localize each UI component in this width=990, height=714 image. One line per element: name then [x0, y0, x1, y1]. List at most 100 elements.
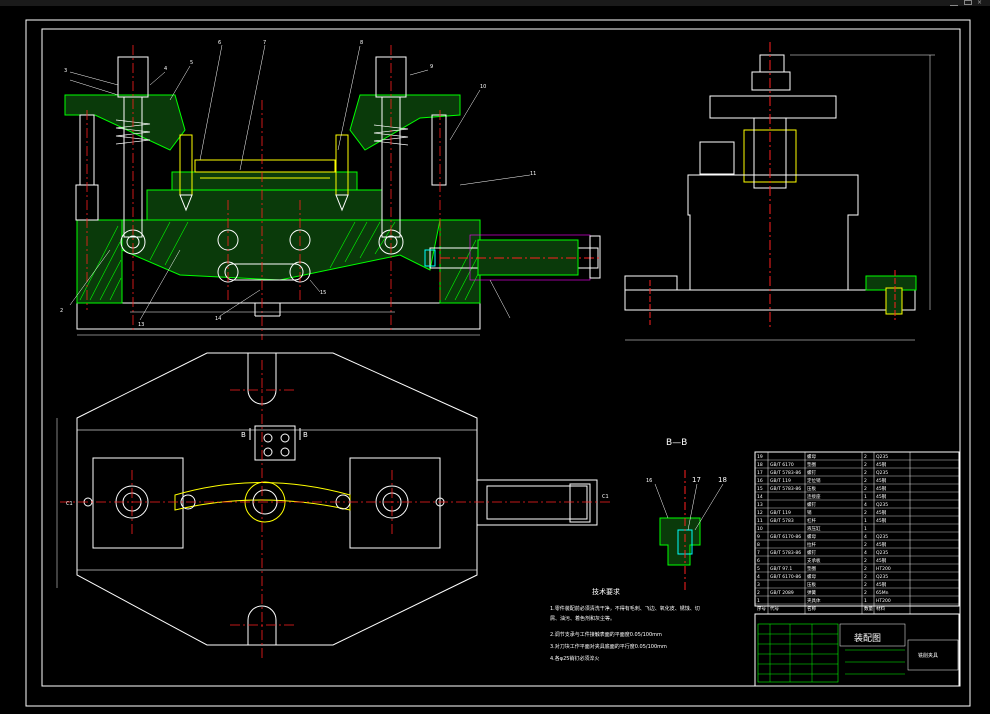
bom-cell: 16: [757, 478, 763, 484]
bom-cell: 17: [757, 470, 763, 476]
bom-cell: 2: [864, 574, 867, 580]
callout-14: 14: [215, 316, 221, 322]
bom-cell: Q235: [876, 574, 888, 580]
bom-cell: 45钢: [876, 509, 887, 516]
bom-cell: 2: [864, 566, 867, 572]
bom-header-cell: 数量: [864, 605, 873, 612]
bom-cell: GB/T 5783-86: [770, 470, 801, 476]
plan-view: B B C1 C1: [56, 352, 610, 660]
side-view: [624, 42, 935, 341]
bom-cell: Q235: [876, 502, 888, 508]
note-line-2: 屑、油污、着色剂和灰尘等。: [550, 615, 615, 622]
bom-cell: 1: [864, 526, 867, 532]
note-line-1: 1.零件装配前必须清洗干净，不得有毛刺、飞边、氧化皮、锈蚀、切: [550, 605, 700, 612]
bom-cell: 18: [757, 462, 763, 468]
bom-cell: 2: [864, 470, 867, 476]
bom-cell: Q235: [876, 550, 888, 556]
bom-cell: 螺钉: [807, 501, 816, 508]
callout-8: 8: [360, 40, 363, 46]
technical-notes: 技术要求 1.零件装配前必须清洗干净，不得有毛刺、飞边、氧化皮、锈蚀、切 屑、油…: [550, 587, 700, 662]
bom-cell: 1: [864, 598, 867, 604]
callout-9: 9: [430, 64, 433, 70]
bom-cell: 19: [757, 454, 763, 460]
bom-cell: 14: [757, 494, 763, 500]
bom-cell: 2: [864, 486, 867, 492]
bom-cell: 销: [807, 509, 812, 516]
callout-2: 2: [60, 308, 63, 314]
bom-cell: 11: [757, 518, 763, 524]
bom-cell: 垫圈: [807, 461, 816, 468]
bom-header-cell: 序号: [757, 605, 766, 612]
bom-cell: 2: [864, 478, 867, 484]
bom-cell: 4: [864, 534, 867, 540]
bom-cell: 45钢: [876, 493, 887, 500]
bom-cell: 45钢: [876, 485, 887, 492]
bom-cell: 45钢: [876, 557, 887, 564]
section-marker-right: B: [303, 431, 308, 439]
window-titlebar: ×: [0, 0, 990, 6]
bom-cell: GB/T 6170: [770, 462, 794, 468]
bom-cell: GB/T 6170-86: [770, 534, 801, 540]
section-label: B—B: [666, 438, 687, 448]
bom-cell: 45钢: [876, 477, 887, 484]
part-name: 铣削夹具: [918, 652, 938, 659]
bom-cell: 杠杆: [807, 517, 816, 524]
callout-5: 5: [190, 60, 193, 66]
dim-right: C1: [602, 494, 609, 500]
bom-cell: 拉杆: [807, 541, 816, 548]
bom-cell: GB/T 97.1: [770, 566, 792, 572]
bom-cell: 45钢: [876, 517, 887, 524]
notes-heading: 技术要求: [592, 587, 620, 596]
bom-cell: 4: [864, 550, 867, 556]
close-icon[interactable]: ×: [977, 0, 983, 6]
bom-cell: 1: [864, 518, 867, 524]
bom-cell: 2: [864, 462, 867, 468]
bom-cell: Q235: [876, 454, 888, 460]
drawing-name: 装配图: [854, 632, 881, 644]
bom-cell: 7: [757, 550, 760, 556]
title-block: 装配图 铣削夹具: [754, 613, 960, 687]
bom-cell: 12: [757, 510, 763, 516]
callout-4: 4: [164, 66, 167, 72]
bom-cell: 5: [757, 566, 760, 572]
bom-cell: GB/T 5783-86: [770, 550, 801, 556]
bom-cell: 弹簧: [807, 589, 816, 596]
bom-cell: 2: [864, 542, 867, 548]
bom-cell: 连接座: [807, 493, 821, 500]
note-line-3: 2.调节支承与工件接触表面的平面度0.05/100mm: [550, 631, 662, 638]
bom-cell: 3: [757, 582, 760, 588]
bom-header-cell: 材料: [876, 605, 885, 612]
minimize-icon[interactable]: [950, 0, 958, 6]
bom-cell: 2: [757, 590, 760, 596]
bom-cell: 15: [757, 486, 763, 492]
bom-cell: 螺母: [807, 573, 816, 580]
bom-cell: 液压缸: [807, 525, 821, 532]
bom-cell: 螺钉: [807, 469, 816, 476]
callout-18: 18: [718, 476, 727, 484]
bom-cell: 6: [757, 558, 760, 564]
callout-11: 11: [530, 171, 536, 177]
bom-cell: 垫圈: [807, 565, 816, 572]
section-b-b: B—B 16 17 18: [646, 438, 727, 590]
outer-frame: [25, 19, 971, 707]
bom-cell: GB/T 119: [770, 510, 791, 516]
bom-cell: Q235: [876, 534, 888, 540]
bom-cell: GB/T 2089: [770, 590, 794, 596]
front-section-view: 3 4 5 6 7 8 9 10 11 2 13 14 15: [60, 40, 601, 340]
bom-cell: 10: [757, 526, 763, 532]
bom-cell: GB/T 5783: [770, 518, 794, 524]
bom-cell: 螺母: [807, 533, 816, 540]
bom-cell: 支承板: [807, 557, 821, 564]
bom-cell: 螺母: [807, 453, 816, 460]
note-line-5: 4.各φ25销钉必须淬火: [550, 655, 599, 662]
bom-cell: 65Mn: [876, 590, 889, 596]
callout-10: 10: [480, 84, 486, 90]
bom-cell: 45钢: [876, 581, 887, 588]
bom-cell: 13: [757, 502, 763, 508]
restore-icon[interactable]: [964, 0, 972, 5]
bom-cell: GB/T 119: [770, 478, 791, 484]
bom-cell: 2: [864, 454, 867, 460]
section-marker-left: B: [241, 431, 246, 439]
dim-left: C1: [66, 501, 73, 507]
